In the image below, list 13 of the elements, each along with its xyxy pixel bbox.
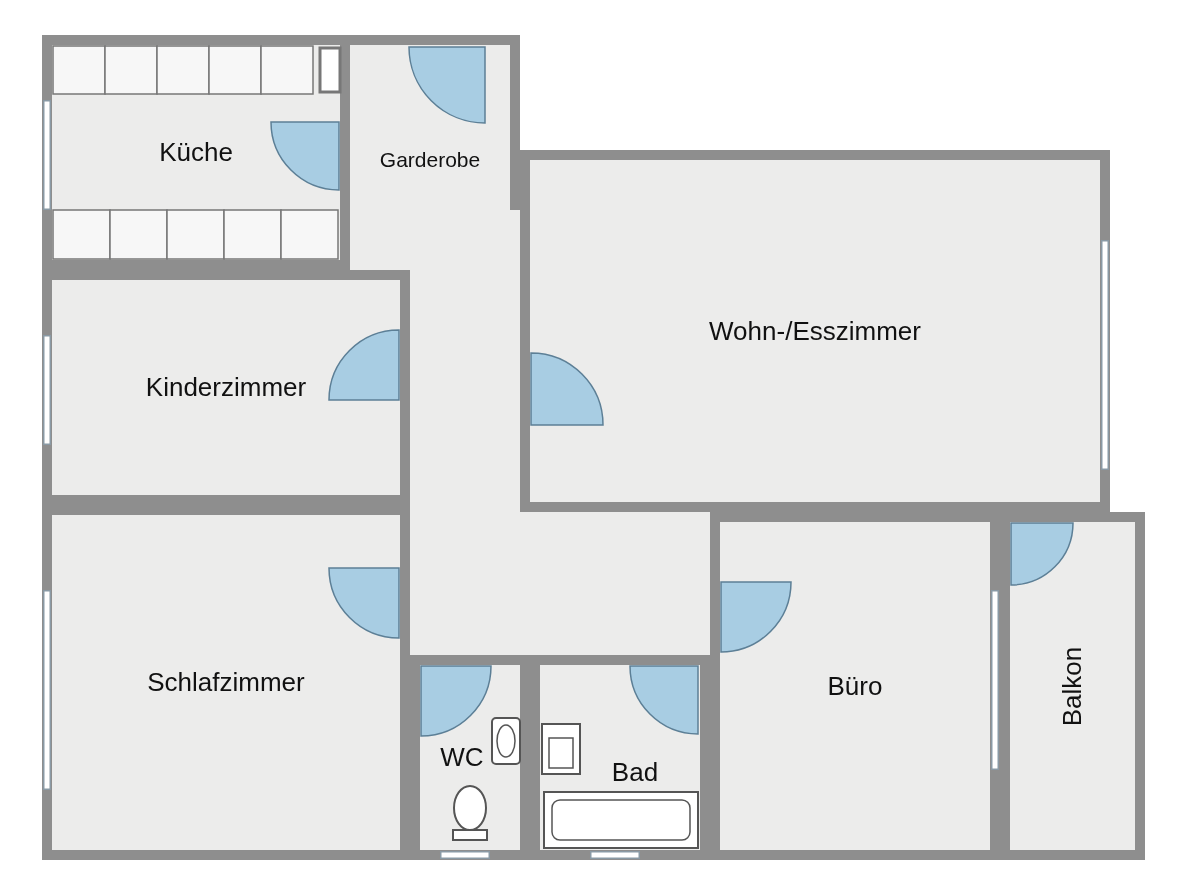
room-label: Büro bbox=[827, 670, 883, 702]
room-label: Küche bbox=[159, 137, 233, 168]
room-area bbox=[42, 35, 350, 270]
hallway-area bbox=[350, 35, 520, 210]
room-label: Balkon bbox=[1057, 646, 1088, 726]
room-label: Garderobe bbox=[379, 148, 481, 172]
room-label: Kinderzimmer bbox=[145, 372, 307, 403]
balcony-area bbox=[1000, 512, 1145, 860]
room-label: Schlafzimmer bbox=[147, 667, 305, 698]
room-label: Wohn-/Esszimmer bbox=[709, 315, 921, 347]
room-area bbox=[520, 150, 1110, 512]
room-label: Bad bbox=[611, 757, 659, 788]
room-label: WC bbox=[440, 742, 484, 773]
